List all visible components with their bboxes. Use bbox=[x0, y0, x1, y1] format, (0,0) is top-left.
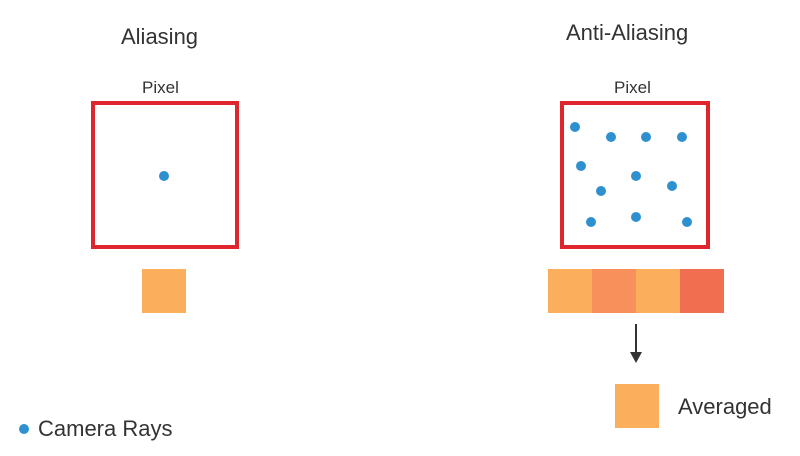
camera-ray-dot bbox=[677, 132, 687, 142]
camera-ray-dot bbox=[631, 171, 641, 181]
camera-ray-dot bbox=[159, 171, 169, 181]
aliasing-pixel-label: Pixel bbox=[142, 78, 179, 97]
camera-ray-dot bbox=[641, 132, 651, 142]
camera-ray-dot bbox=[682, 217, 692, 227]
anti-aliasing-pixel-label: Pixel bbox=[614, 78, 651, 97]
camera-ray-dot bbox=[606, 132, 616, 142]
sample-color-cell bbox=[636, 269, 680, 313]
aliasing-result-swatch bbox=[142, 269, 186, 313]
aliasing-pixel-box bbox=[91, 101, 239, 249]
down-arrow-shaft bbox=[635, 324, 637, 352]
camera-ray-dot bbox=[667, 181, 677, 191]
camera-ray-dot bbox=[596, 186, 606, 196]
camera-ray-dot bbox=[576, 161, 586, 171]
camera-ray-legend-dot bbox=[19, 424, 29, 434]
sample-color-cell bbox=[548, 269, 592, 313]
averaged-swatch bbox=[615, 384, 659, 428]
camera-ray-dot bbox=[570, 122, 580, 132]
aliasing-title: Aliasing bbox=[121, 24, 199, 49]
camera-ray-dot bbox=[631, 212, 641, 222]
camera-rays-legend-label: Camera Rays bbox=[38, 416, 173, 441]
anti-aliasing-title: Anti-Aliasing bbox=[566, 20, 689, 45]
down-arrow-icon bbox=[630, 352, 642, 363]
sample-color-cell bbox=[592, 269, 636, 313]
sample-color-cell bbox=[680, 269, 724, 313]
camera-ray-dot bbox=[586, 217, 596, 227]
averaged-label: Averaged bbox=[678, 394, 772, 419]
